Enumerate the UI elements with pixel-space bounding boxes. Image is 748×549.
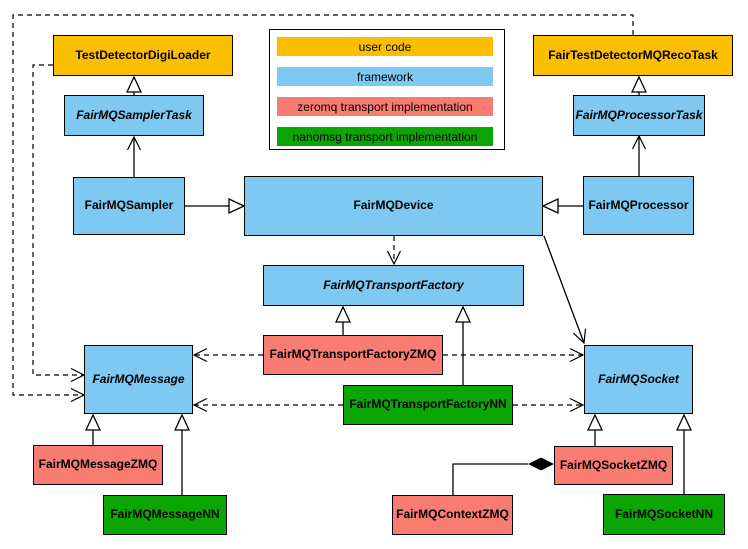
class-box-fairmqsocket: FairMQSocket	[584, 345, 693, 414]
class-box-testdetectordigiloader: TestDetectorDigiLoader	[53, 35, 233, 76]
class-box-fairmqdevice: FairMQDevice	[244, 176, 543, 236]
legend-item-framework: framework	[277, 67, 493, 86]
class-box-fairmqmessage: FairMQMessage	[84, 345, 193, 414]
edge-recotask-to-message	[12, 14, 634, 403]
class-box-fairmqmessagenn: FairMQMessageNN	[103, 495, 227, 535]
class-box-fairmqprocessor: FairMQProcessor	[583, 176, 694, 235]
class-box-fairmqtransportfactory: FairMQTransportFactory	[263, 265, 524, 306]
class-box-fairmqsamplertask: FairMQSamplerTask	[64, 95, 204, 136]
legend-item-nanomsg: nanomsg transport implementation	[277, 127, 493, 146]
edge-contextzmq-to-socketzmq	[452, 463, 528, 495]
class-box-fairtestdetectormqrecotask: FairTestDetectorMQRecoTask	[533, 35, 733, 76]
class-box-fairmqcontextzmq: FairMQContextZMQ	[392, 495, 513, 535]
legend-item-user-code: user code	[277, 37, 493, 56]
edge-digiloader-to-message	[32, 64, 86, 383]
class-box-fairmqtransportfactorynn: FairMQTransportFactoryNN	[343, 385, 513, 425]
class-box-fairmqsampler: FairMQSampler	[73, 177, 185, 235]
legend: user code framework zeromq transport imp…	[269, 29, 505, 150]
composition-diamond	[528, 457, 554, 471]
class-box-fairmqmessagezmq: FairMQMessageZMQ	[33, 445, 163, 485]
legend-item-zeromq: zeromq transport implementation	[277, 97, 493, 116]
class-box-fairmqprocessortask: FairMQProcessorTask	[573, 95, 705, 136]
edge-device-to-socket	[543, 235, 587, 345]
class-box-fairmqtransportfactoryzmq: FairMQTransportFactoryZMQ	[263, 335, 443, 375]
class-box-fairmqsocketnn: FairMQSocketNN	[603, 494, 725, 535]
class-box-fairmqsocketzmq: FairMQSocketZMQ	[554, 446, 673, 485]
